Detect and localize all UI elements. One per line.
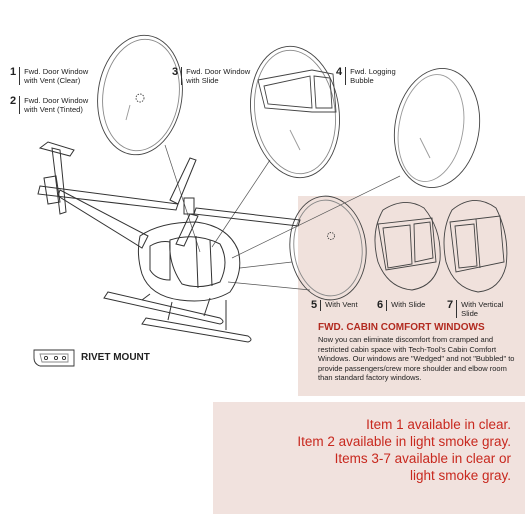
comfort-windows-description: Now you can eliminate discomfort from cr… [318,335,515,383]
window-comfort-vent [289,195,367,301]
availability-line: Items 3-7 available in clear or [334,451,511,466]
availability-panel-background [213,402,525,514]
callout-item-2: 2 Fwd. Door Window with Vent (Tinted) [10,95,89,114]
window-vent-large [97,34,183,156]
helicopter-illustration [37,141,301,343]
callout-item-4: 4 Fwd. Logging Bubble [336,66,396,85]
availability-line: Item 2 available in light smoke gray. [297,434,511,449]
callout-item-1: 1 Fwd. Door Window with Vent (Clear) [10,66,89,85]
rivet-mount-icon [33,349,75,367]
callout-item-3: 3 Fwd. Door Window with Slide [172,66,251,85]
window-comfort-vertical-slide [443,200,508,293]
window-logging-bubble [393,68,481,188]
window-slide-large [250,45,340,179]
callout-item-5: 5 With Vent [311,299,358,311]
availability-line: Item 1 available in clear. [366,417,511,432]
leader-lines [164,144,401,291]
window-comfort-slide [374,202,441,291]
callout-item-6: 6 With Slide [377,299,426,311]
callout-item-7: 7 With Vertical Slide [447,299,504,318]
comfort-panel-background [298,196,525,396]
comfort-windows-title: FWD. CABIN COMFORT WINDOWS [318,322,485,333]
availability-line: light smoke gray. [409,468,511,483]
availability-notes: Item 1 available in clear. Item 2 availa… [213,416,511,484]
rivet-mount-label: RIVET MOUNT [81,352,150,363]
